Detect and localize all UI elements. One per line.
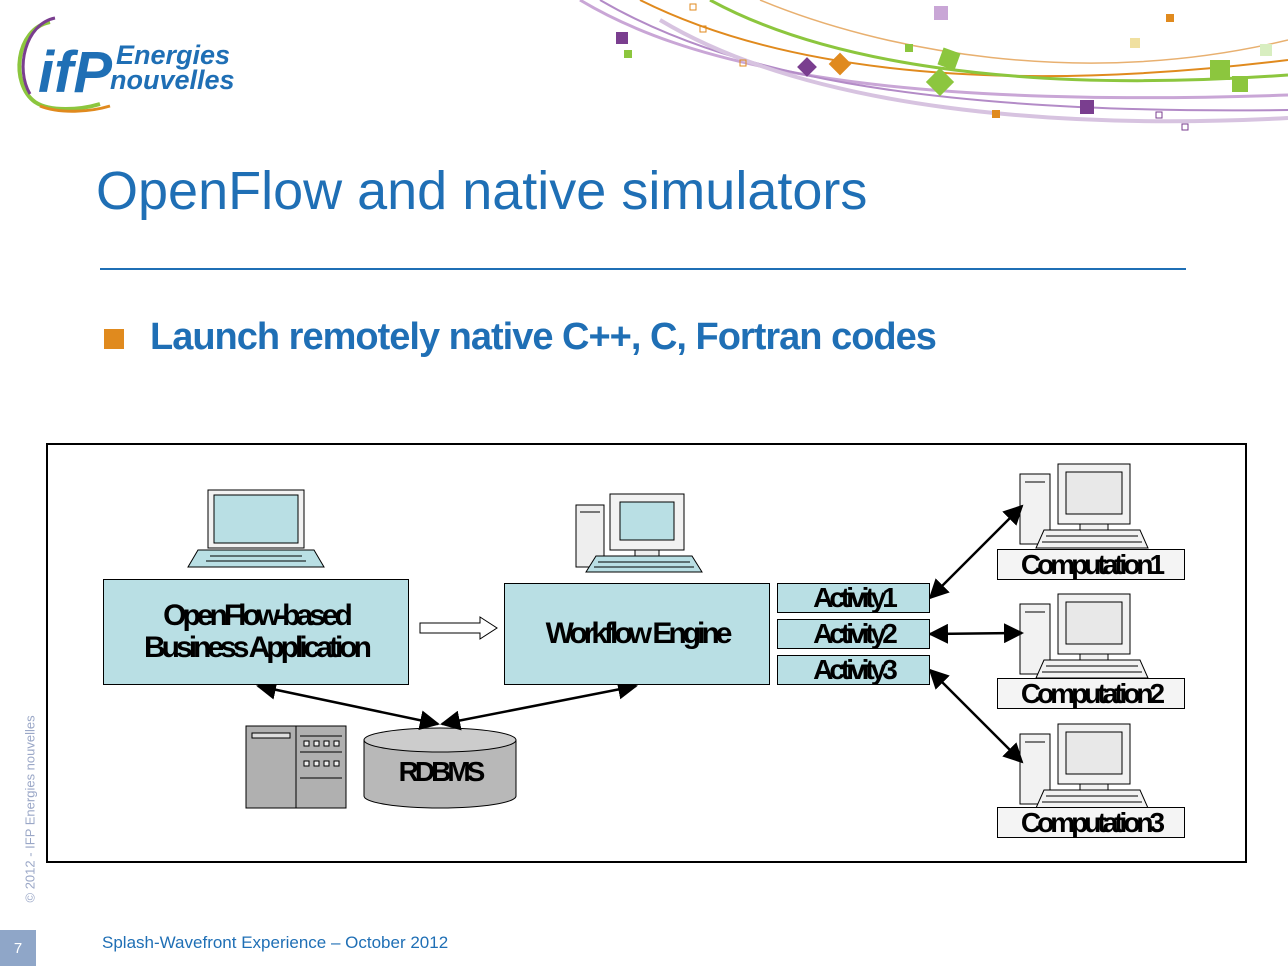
activity-box-2: Activity2 bbox=[777, 618, 930, 649]
computation-box-1: Computation1 bbox=[997, 549, 1185, 580]
app-label-line1: OpenFlow-based bbox=[163, 599, 353, 632]
app-db-arrow bbox=[256, 679, 440, 731]
database-icon bbox=[363, 727, 517, 809]
title-underline bbox=[100, 268, 1186, 270]
server-icon bbox=[245, 725, 347, 809]
activity1-arrow bbox=[928, 504, 1024, 600]
activity-label: Activity2 bbox=[813, 618, 898, 649]
engine-db-arrow bbox=[440, 679, 638, 731]
computer-icon-1 bbox=[1019, 463, 1149, 549]
decorative-swoosh-graphic bbox=[579, 0, 1288, 131]
logo-letters: ifP bbox=[38, 40, 112, 105]
activity-box-1: Activity1 bbox=[777, 582, 930, 613]
activity2-arrow bbox=[928, 623, 1024, 644]
computation-label: Computation3 bbox=[1020, 806, 1165, 838]
logo-line1: Energies bbox=[116, 40, 230, 70]
bullet-marker bbox=[104, 329, 124, 349]
computer-icon-2 bbox=[1019, 593, 1149, 679]
app-label-line2: Business Application bbox=[144, 631, 372, 664]
footer-text: Splash-Wavefront Experience – October 20… bbox=[102, 933, 449, 952]
app-to-engine-arrow bbox=[419, 616, 498, 640]
workflow-engine-box: Workflow Engine bbox=[504, 583, 770, 685]
computation-box-2: Computation2 bbox=[997, 678, 1185, 709]
slide-title: OpenFlow and native simulators bbox=[96, 161, 868, 221]
activity-label: Activity3 bbox=[813, 654, 898, 685]
engine-label: Workflow Engine bbox=[545, 617, 733, 650]
activity-box-3: Activity3 bbox=[777, 654, 930, 685]
ifp-logo: ifP Energies nouvelles bbox=[17, 16, 235, 113]
computation-box-3: Computation3 bbox=[997, 807, 1185, 838]
database-label: RDBMS bbox=[398, 756, 486, 787]
bullet-text: Launch remotely native C++, C, Fortran c… bbox=[150, 316, 937, 358]
diagram-frame bbox=[46, 443, 1247, 863]
copyright-text: © 2012 - IFP Energies nouvelles bbox=[22, 715, 38, 903]
computation-label: Computation1 bbox=[1020, 548, 1165, 580]
business-application-box: OpenFlow-based Business Application bbox=[103, 579, 409, 685]
computation-label: Computation2 bbox=[1020, 677, 1165, 709]
page-number: 7 bbox=[0, 930, 36, 966]
logo-line2: nouvelles bbox=[110, 65, 235, 95]
activity-label: Activity1 bbox=[813, 582, 898, 613]
activity3-arrow bbox=[928, 668, 1024, 764]
workstation-icon bbox=[575, 493, 703, 573]
computer-icon-3 bbox=[1019, 723, 1149, 809]
laptop-icon bbox=[187, 489, 325, 568]
